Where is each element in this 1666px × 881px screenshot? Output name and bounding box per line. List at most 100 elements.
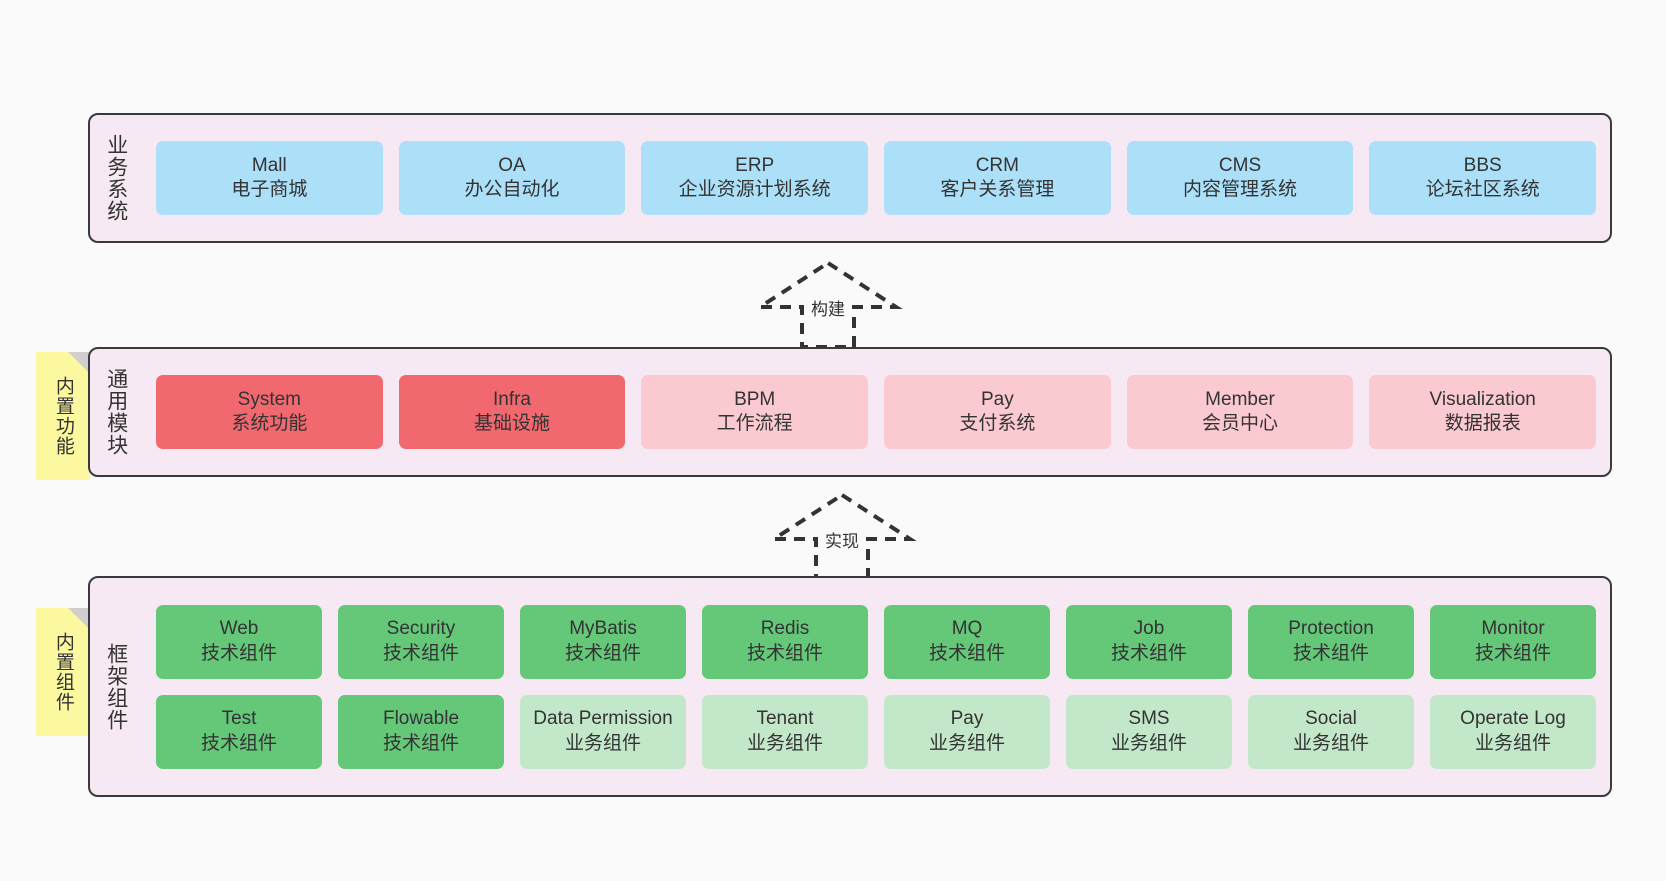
box-bbs-desc: 论坛社区系统: [1425, 179, 1540, 200]
row-business-systems: Mall 电子商城 OA 办公自动化 ERP 企业资源计划系统 CRM 客户关系…: [156, 141, 1597, 215]
box-social-desc: 业务组件: [1292, 732, 1369, 754]
box-bpm-desc: 工作流程: [716, 413, 793, 434]
layer-framework-components: 框架组件 Web 技术组件 Security 技术组件 MyBatis 技术组件…: [88, 576, 1612, 797]
box-flowable-name: Flowable: [382, 708, 460, 730]
note-builtin-features: 内置功能: [36, 352, 90, 480]
box-system-desc: 系统功能: [231, 413, 308, 434]
box-cms-name: CMS: [1218, 154, 1262, 176]
box-oa-desc: 办公自动化: [464, 179, 560, 200]
layer-common-modules: 通用模块 System 系统功能 Infra 基础设施 BPM 工作流程 Pay…: [88, 347, 1612, 477]
box-bbs-name: BBS: [1463, 154, 1502, 176]
box-redis[interactable]: Redis 技术组件: [702, 604, 868, 679]
box-mall-name: Mall: [251, 154, 287, 176]
box-erp[interactable]: ERP 企业资源计划系统: [641, 141, 869, 215]
box-mall-desc: 电子商城: [231, 179, 308, 200]
box-pay-component-name: Pay: [950, 708, 984, 730]
box-test[interactable]: Test 技术组件: [156, 694, 322, 769]
box-test-desc: 技术组件: [200, 732, 277, 754]
box-mybatis[interactable]: MyBatis 技术组件: [520, 604, 686, 679]
box-social[interactable]: Social 业务组件: [1248, 694, 1414, 769]
box-system-name: System: [237, 388, 302, 410]
box-crm[interactable]: CRM 客户关系管理: [884, 141, 1111, 215]
box-cms-desc: 内容管理系统: [1183, 179, 1298, 200]
box-data-permission[interactable]: Data Permission 业务组件: [520, 694, 686, 769]
box-security-name: Security: [386, 618, 456, 640]
row-business-components: Test 技术组件 Flowable 技术组件 Data Permission …: [156, 694, 1596, 769]
box-redis-desc: 技术组件: [746, 642, 823, 664]
box-operate-log[interactable]: Operate Log 业务组件: [1430, 694, 1596, 769]
box-tenant-name: Tenant: [756, 708, 814, 730]
box-erp-desc: 企业资源计划系统: [678, 179, 831, 200]
box-bpm-name: BPM: [734, 388, 776, 410]
box-visualization[interactable]: Visualization 数据报表: [1369, 375, 1597, 449]
box-oa[interactable]: OA 办公自动化: [398, 141, 626, 215]
box-pay-component-desc: 业务组件: [928, 732, 1005, 754]
box-erp-name: ERP: [735, 154, 775, 176]
connector-implement: 实现: [762, 487, 922, 582]
connector-build-shape: [753, 260, 903, 349]
box-data-permission-name: Data Permission: [533, 708, 673, 730]
note-builtin-components-label: 内置组件: [52, 632, 74, 712]
box-security[interactable]: Security 技术组件: [338, 604, 504, 679]
connector-build: 构建: [748, 255, 908, 350]
layer-title-business-system: 业务系统: [104, 134, 128, 222]
box-sms[interactable]: SMS 业务组件: [1066, 694, 1232, 769]
box-web-desc: 技术组件: [200, 642, 277, 664]
box-member-desc: 会员中心: [1202, 413, 1279, 434]
box-flowable[interactable]: Flowable 技术组件: [338, 694, 504, 769]
box-web-name: Web: [219, 618, 259, 640]
note-builtin-features-label: 内置功能: [52, 376, 74, 456]
box-infra-name: Infra: [492, 388, 532, 410]
box-infra-desc: 基础设施: [474, 413, 551, 434]
box-data-permission-desc: 业务组件: [564, 732, 641, 754]
box-visualization-desc: 数据报表: [1444, 413, 1521, 434]
box-job[interactable]: Job 技术组件: [1066, 604, 1232, 679]
box-infra[interactable]: Infra 基础设施: [398, 375, 626, 449]
box-monitor-name: Monitor: [1481, 618, 1545, 640]
box-test-name: Test: [221, 708, 257, 730]
box-mq-desc: 技术组件: [928, 642, 1005, 664]
box-member[interactable]: Member 会员中心: [1126, 375, 1354, 449]
box-pay-module-name: Pay: [980, 388, 1014, 410]
box-mall[interactable]: Mall 电子商城: [156, 141, 383, 215]
box-mq[interactable]: MQ 技术组件: [884, 604, 1050, 679]
box-mybatis-desc: 技术组件: [564, 642, 641, 664]
box-redis-name: Redis: [760, 618, 810, 640]
row-common-modules: System 系统功能 Infra 基础设施 BPM 工作流程 Pay 支付系统…: [156, 375, 1597, 449]
box-mq-name: MQ: [951, 618, 983, 640]
box-cms[interactable]: CMS 内容管理系统: [1126, 141, 1354, 215]
box-pay-module-desc: 支付系统: [959, 413, 1036, 434]
row-tech-components: Web 技术组件 Security 技术组件 MyBatis 技术组件 Redi…: [156, 604, 1596, 679]
box-web[interactable]: Web 技术组件: [156, 604, 322, 679]
box-crm-desc: 客户关系管理: [940, 179, 1055, 200]
box-visualization-name: Visualization: [1429, 388, 1536, 410]
box-bbs[interactable]: BBS 论坛社区系统: [1369, 141, 1597, 215]
layer-business-system: 业务系统 Mall 电子商城 OA 办公自动化 ERP 企业资源计划系统 CRM…: [88, 113, 1612, 243]
note-builtin-components: 内置组件: [36, 608, 90, 736]
box-protection-name: Protection: [1288, 618, 1374, 640]
box-protection-desc: 技术组件: [1292, 642, 1369, 664]
box-job-name: Job: [1133, 618, 1165, 640]
box-crm-name: CRM: [975, 154, 1019, 176]
box-mybatis-name: MyBatis: [569, 618, 637, 640]
box-security-desc: 技术组件: [382, 642, 459, 664]
box-monitor[interactable]: Monitor 技术组件: [1430, 604, 1596, 679]
box-system[interactable]: System 系统功能: [156, 375, 383, 449]
box-operate-log-name: Operate Log: [1460, 708, 1566, 730]
box-pay-component[interactable]: Pay 业务组件: [884, 694, 1050, 769]
box-social-name: Social: [1305, 708, 1357, 730]
note-fold-corner-icon: [68, 352, 90, 374]
box-monitor-desc: 技术组件: [1474, 642, 1551, 664]
note-fold-corner-icon: [68, 608, 90, 630]
layer-body-framework-components: Web 技术组件 Security 技术组件 MyBatis 技术组件 Redi…: [142, 578, 1610, 795]
box-oa-name: OA: [498, 154, 526, 176]
connector-implement-label: 实现: [825, 532, 859, 551]
connector-build-label: 构建: [811, 300, 845, 319]
box-protection[interactable]: Protection 技术组件: [1248, 604, 1414, 679]
box-tenant[interactable]: Tenant 业务组件: [702, 694, 868, 769]
box-bpm[interactable]: BPM 工作流程: [641, 375, 869, 449]
layer-title-common-modules: 通用模块: [104, 368, 128, 456]
box-sms-desc: 业务组件: [1110, 732, 1187, 754]
box-pay-module[interactable]: Pay 支付系统: [884, 375, 1111, 449]
